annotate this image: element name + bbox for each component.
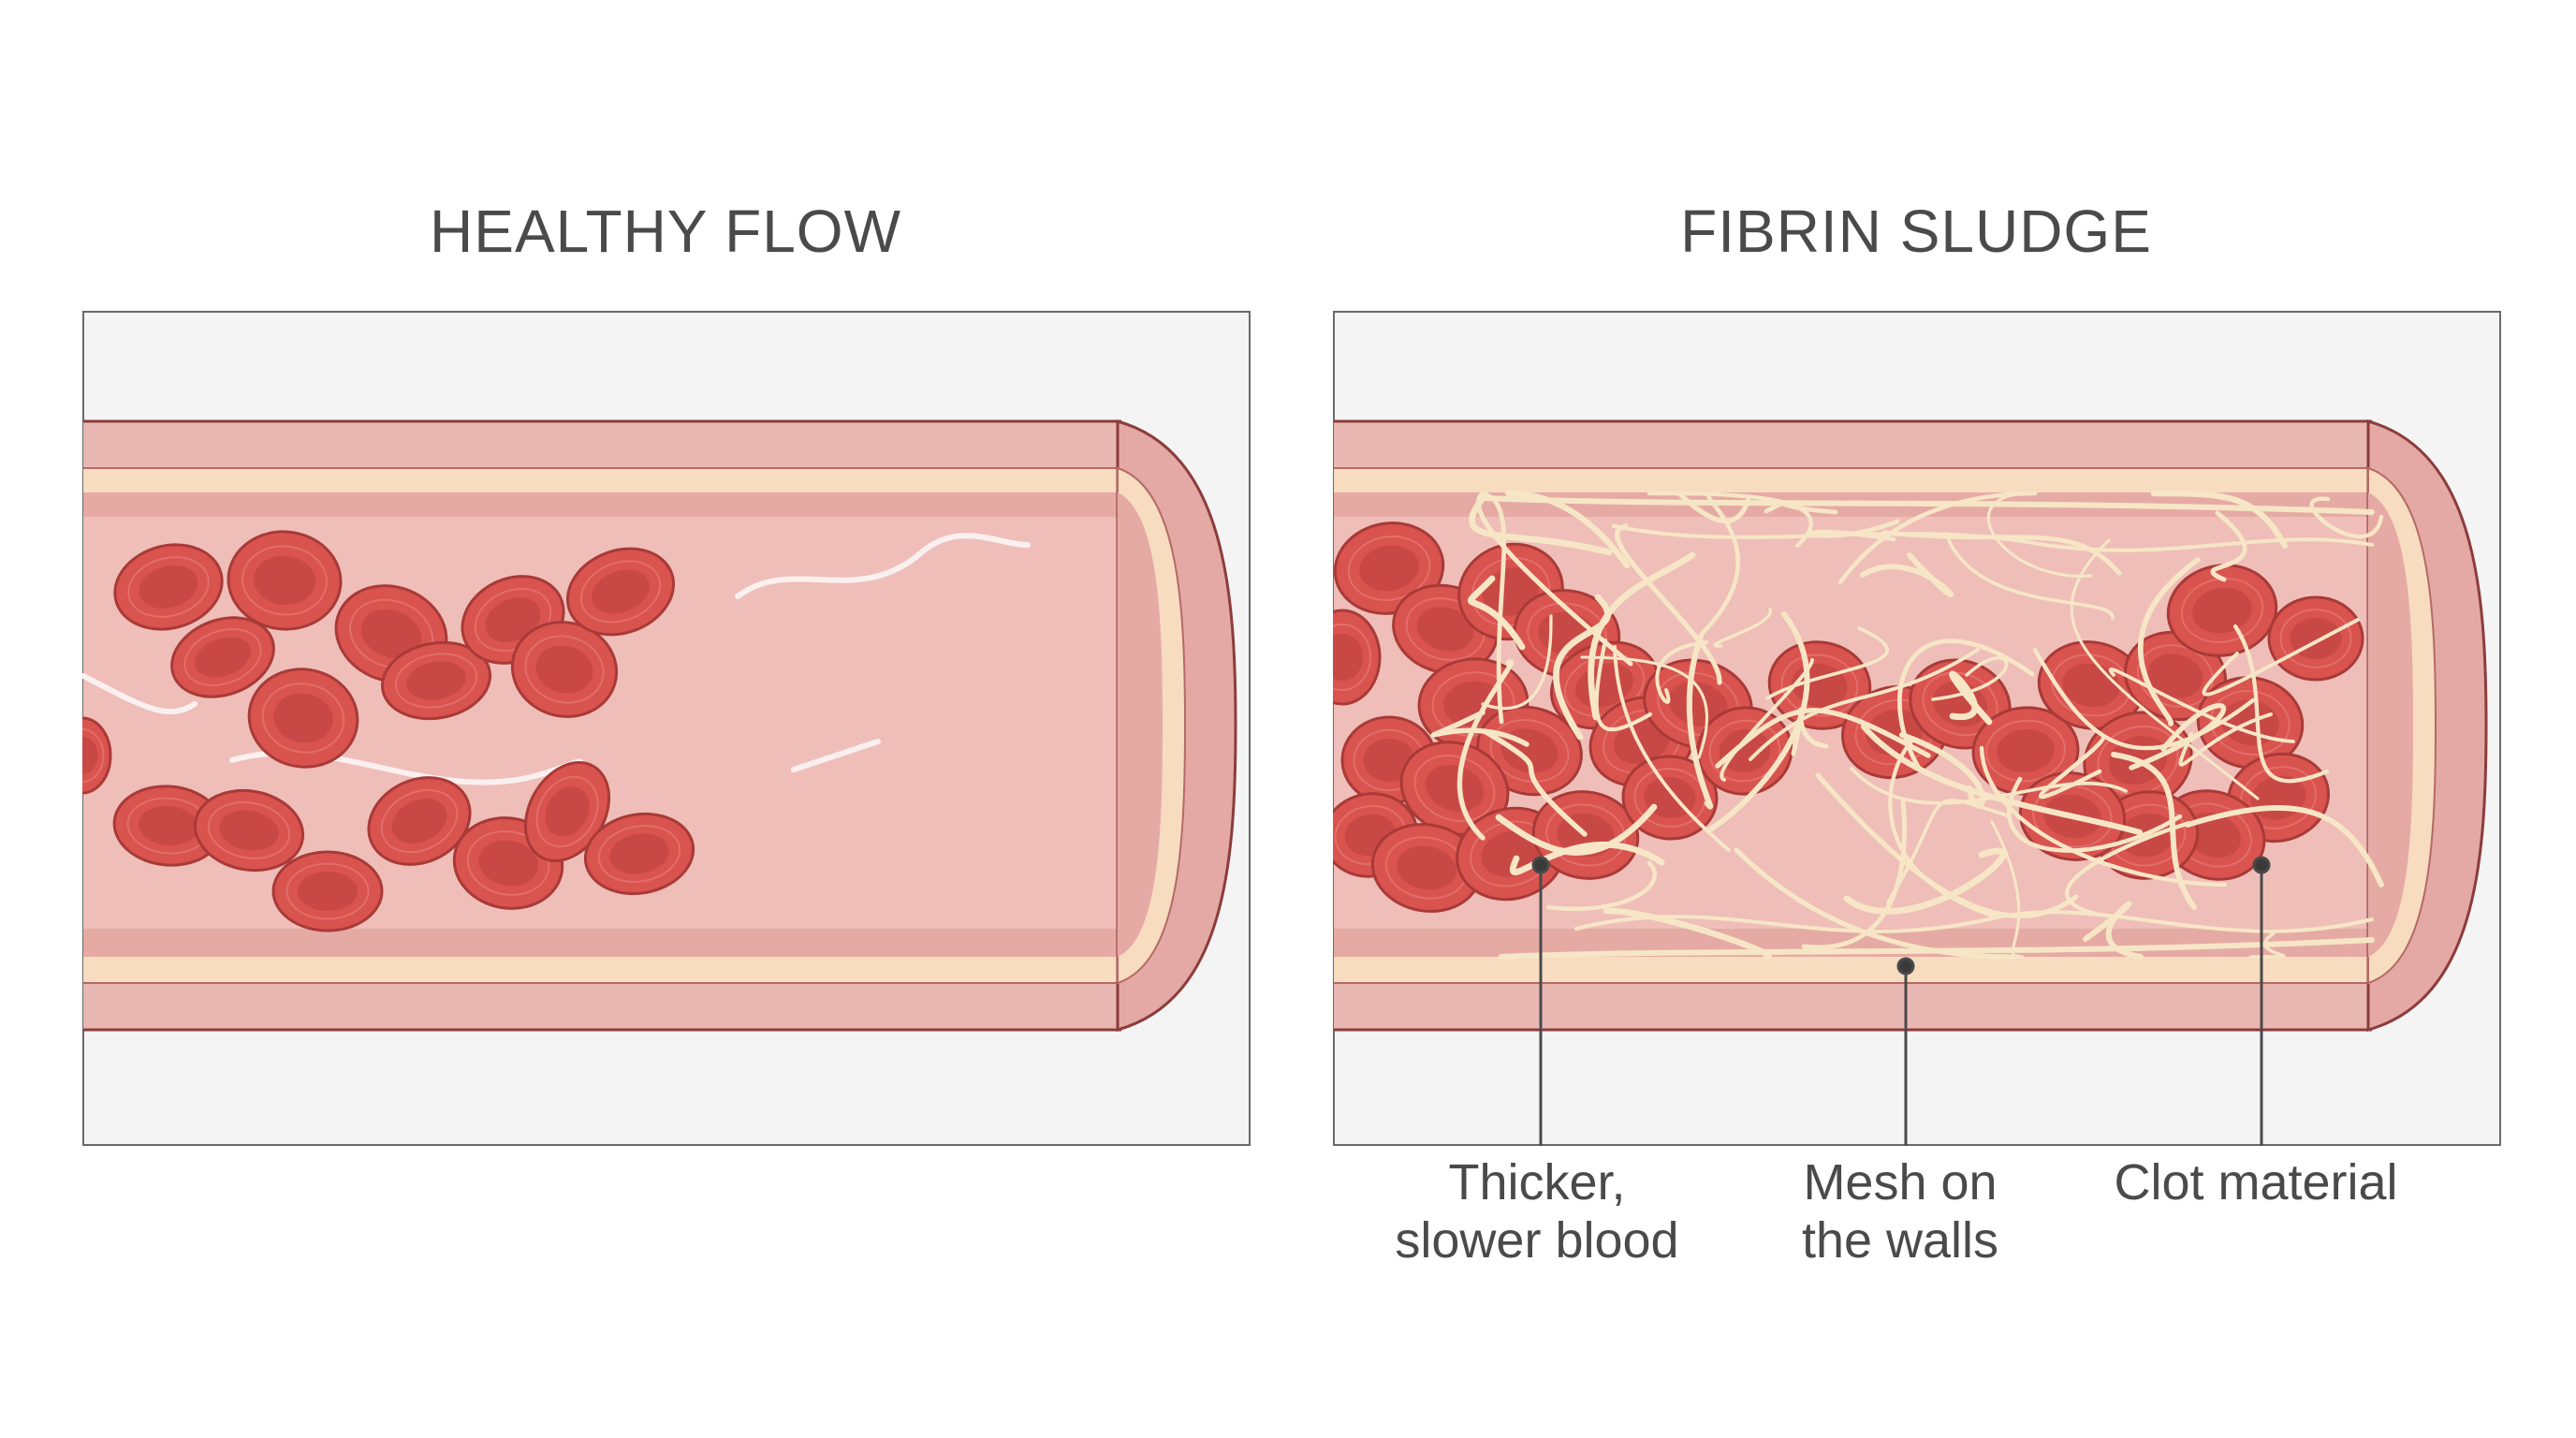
fibrin-strand <box>2007 776 2183 853</box>
red-blood-cells <box>82 530 695 932</box>
red-blood-cell <box>1333 609 1382 706</box>
red-blood-cell <box>583 812 695 896</box>
red-blood-cell <box>247 668 359 769</box>
healthy-vessel-illustration <box>82 311 1251 1146</box>
fibrin-strand <box>2150 490 2289 550</box>
red-blood-cell <box>2166 564 2278 657</box>
leader-dot-clot <box>2252 856 2271 874</box>
red-blood-cell <box>2267 595 2364 682</box>
red-blood-cell <box>1370 823 1483 913</box>
fibrin-strand <box>1545 860 1657 912</box>
fibrin-strand <box>1655 640 1708 704</box>
fibrin-strand <box>2108 668 2295 743</box>
fibrin-strand <box>1860 723 2144 836</box>
red-blood-cell <box>380 640 492 721</box>
fibrin-strand <box>1860 552 1954 598</box>
fibrin-strand <box>1467 575 1526 651</box>
fibrin-strand <box>2111 752 2197 910</box>
fibrin-strand <box>1456 659 1515 841</box>
red-blood-cell <box>112 785 225 867</box>
callout-leaders <box>1531 856 2271 1146</box>
fibrin-strand <box>1480 495 2375 515</box>
fibrin-strand <box>2129 703 2227 770</box>
fibrin-strand <box>1574 910 2374 933</box>
fibrin-strand <box>1707 611 1810 832</box>
fibrin-strand <box>1765 626 1889 700</box>
fibrin-strand <box>1430 710 1530 747</box>
fibrin-strand <box>2202 618 2360 697</box>
fibrin-strand <box>1843 847 2007 915</box>
fibrin-strand <box>1481 614 1553 711</box>
fibrin-strand <box>1499 937 2375 960</box>
fibrin-strand <box>1647 491 1813 549</box>
fibrin-strand <box>1898 731 1985 809</box>
fibrin-strand <box>1676 491 1751 524</box>
red-blood-cells <box>1333 521 2364 913</box>
fibrin-strand <box>1686 633 1714 810</box>
fibrin-strand <box>1594 638 1653 732</box>
healthy-flow-title: HEALTHY FLOW <box>430 198 901 265</box>
fibrin-strand <box>1553 594 1611 741</box>
red-blood-cell <box>565 547 676 637</box>
fibrin-sludge-illustration <box>1333 311 2501 1146</box>
fibrin-strand <box>1469 494 1613 556</box>
fibrin-strand <box>2178 712 2273 767</box>
red-blood-cell <box>1399 741 1510 836</box>
red-blood-cell <box>510 621 619 718</box>
fibrin-strand <box>1837 491 2038 585</box>
red-blood-cell <box>193 788 305 873</box>
fibrin-strand <box>2249 932 2286 959</box>
fibrin-strand <box>2232 624 2330 784</box>
fibrin-strand <box>2032 647 2256 751</box>
fibrin-strand <box>1588 551 1696 721</box>
fibrin-strand <box>1944 532 2115 620</box>
fibrin-strand <box>1749 648 1980 761</box>
red-blood-cell <box>170 616 275 698</box>
red-blood-cell <box>523 761 611 862</box>
red-blood-cell <box>113 543 224 631</box>
fibrin-strand <box>1509 841 1665 875</box>
fibrin-strand <box>1990 820 2025 959</box>
fibrin-strand <box>2210 510 2247 582</box>
fibrin-mesh <box>1430 490 2384 961</box>
leader-dot-thicker-blood <box>1531 856 1550 874</box>
fibrin-strand <box>1949 670 1993 726</box>
red-blood-cell <box>1333 521 1445 615</box>
red-blood-cell <box>1971 706 2080 796</box>
fibrin-strand <box>1613 645 1731 852</box>
fibrin-strand <box>1482 728 1588 837</box>
callout-thicker-slower-blood: Thicker, slower blood <box>1395 1154 1679 1269</box>
red-blood-cell <box>271 850 384 932</box>
callout-mesh-on-walls: Mesh on the walls <box>1801 1154 1999 1269</box>
callout-clot-material: Clot material <box>2114 1154 2398 1211</box>
fibrin-strand <box>1881 530 2122 576</box>
red-blood-cell <box>367 776 472 866</box>
fibrin-strand <box>1612 524 2374 552</box>
leader-dot-mesh <box>1896 957 1915 976</box>
fibrin-strand <box>1495 803 1658 856</box>
fibrin-strand <box>2309 496 2384 539</box>
fibrin-strand <box>2138 557 2201 726</box>
fibrin-strand <box>1480 491 1507 725</box>
fibrin-strand <box>1931 656 2009 701</box>
red-blood-cell <box>227 530 343 631</box>
fibrin-strand <box>2185 805 2384 888</box>
red-blood-cell <box>82 716 112 795</box>
fibrin-strand <box>1734 847 2021 960</box>
fibrin-strand <box>2070 538 2260 800</box>
fibrin-strand <box>2065 820 2192 917</box>
fibrin-strand <box>1713 608 1772 648</box>
fibrin-strand <box>1615 523 1722 685</box>
fibrin-strand <box>2039 733 2106 800</box>
fibrin-strand <box>1801 799 1907 950</box>
fibrin-sludge-title: FIBRIN SLUDGE <box>1680 198 2152 265</box>
fibrin-strand <box>1580 655 1709 759</box>
